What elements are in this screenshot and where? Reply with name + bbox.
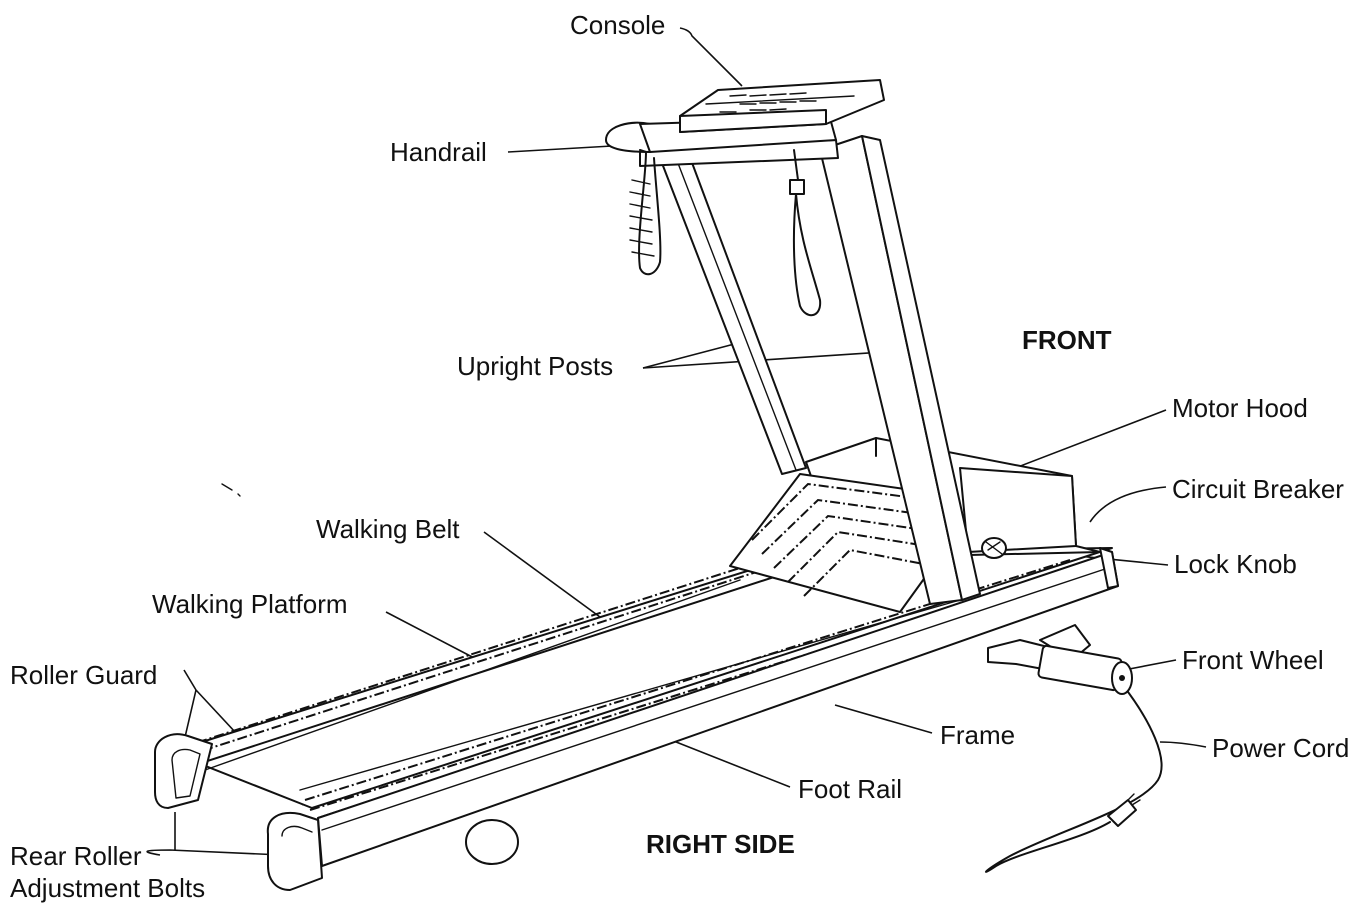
- leader-handrail: [507, 145, 613, 153]
- label-foot-rail: Foot Rail: [798, 774, 903, 804]
- leader-frame: [834, 704, 933, 734]
- label-front-wheel: Front Wheel: [1182, 645, 1324, 675]
- label-handrail: Handrail: [390, 137, 487, 167]
- leader-motor-hood: [1009, 409, 1167, 471]
- label-circuit-breaker: Circuit Breaker: [1172, 474, 1344, 504]
- label-walking-belt: Walking Belt: [316, 514, 460, 544]
- label-upright-posts: Upright Posts: [457, 351, 614, 381]
- power-cord: [984, 683, 1163, 873]
- leader-lines: [146, 27, 1207, 856]
- leader-power-cord: [1159, 741, 1207, 748]
- upright-posts: [639, 135, 981, 605]
- label-frame: Frame: [940, 720, 1016, 750]
- leader-circuit-breaker: [1089, 486, 1167, 523]
- label-walking-platform: Walking Platform: [152, 589, 348, 619]
- leader-rear-roller: [146, 849, 283, 856]
- label-lock-knob: Lock Knob: [1174, 549, 1297, 579]
- leader-walking-platform: [385, 611, 479, 661]
- scan-specks: [221, 483, 241, 497]
- label-front: FRONT: [1022, 325, 1112, 355]
- front-wheel-assembly: [987, 624, 1133, 695]
- label-power-cord: Power Cord: [1212, 733, 1350, 763]
- label-right-side: RIGHT SIDE: [646, 829, 795, 859]
- leader-console: [679, 27, 743, 87]
- rear-support-wheel: [465, 819, 519, 865]
- label-rear-roller-line2: Adjustment Bolts: [10, 873, 206, 903]
- console-panel: [679, 79, 885, 133]
- leader-upright-left: [642, 341, 743, 369]
- label-motor-hood: Motor Hood: [1172, 393, 1308, 423]
- label-console: Console: [570, 10, 666, 40]
- leader-walking-belt: [483, 531, 616, 629]
- leader-front-wheel: [1123, 659, 1177, 671]
- rear-roller-guards: [154, 733, 323, 891]
- label-rear-roller-line1: Rear Roller: [10, 841, 142, 871]
- label-roller-guard: Roller Guard: [10, 660, 158, 690]
- leader-roller-guard-a: [183, 669, 197, 691]
- safety-key: [789, 149, 822, 316]
